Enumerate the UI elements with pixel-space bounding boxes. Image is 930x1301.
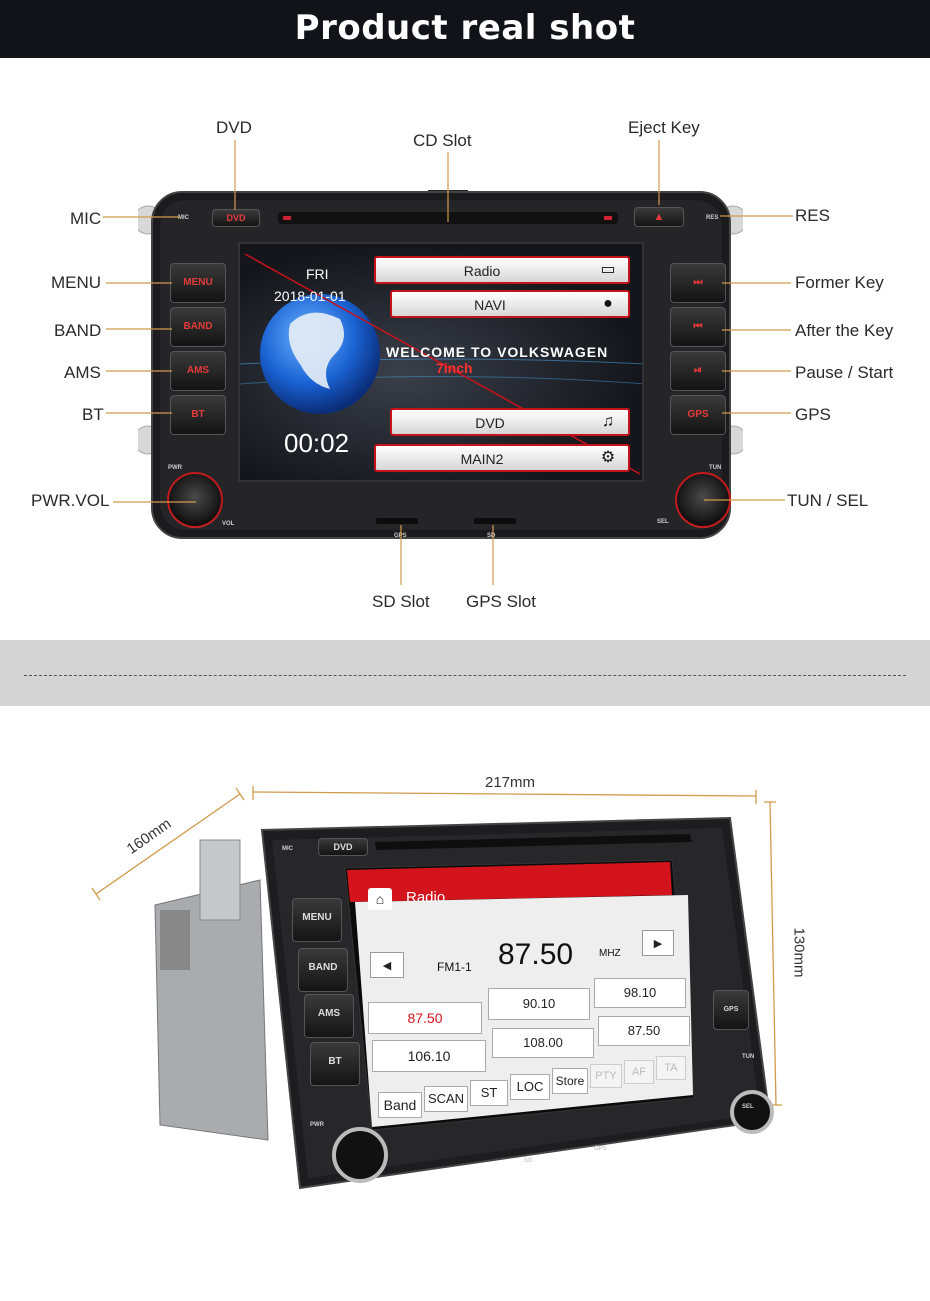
unit2-preset[interactable]: 108.00 [492, 1028, 594, 1058]
mic-label: MIC [178, 215, 189, 221]
unit2-seek-left-button[interactable]: ◀ [370, 952, 404, 978]
screen-size-text: 7inch [436, 360, 473, 376]
tun-label: TUN [709, 465, 722, 471]
unit2-seek-right-button[interactable]: ▶ [642, 930, 674, 956]
unit2-mic-label: MIC [282, 846, 293, 852]
unit2-gps-label: GPS [594, 1146, 607, 1152]
unit2-control-loc[interactable]: LOC [510, 1074, 550, 1100]
pwr-vol-knob[interactable] [167, 472, 223, 528]
gear-icon: ⚙ [600, 449, 616, 466]
unit2-band-name: FM1-1 [437, 960, 472, 974]
unit2-control-store[interactable]: Store [552, 1068, 588, 1094]
callout-pwr-vol: PWR.VOL [31, 491, 110, 510]
gps-slot-label: GPS [394, 533, 407, 539]
welcome-text: WELCOME TO VOLKSWAGEN [386, 344, 609, 360]
menu-navi[interactable]: NAVI ● [390, 290, 630, 318]
screen-time: 00:02 [284, 428, 350, 458]
pwr-label: PWR [168, 465, 182, 471]
sel-label: SEL [657, 519, 669, 525]
unit2-control-af[interactable]: AF [624, 1060, 654, 1084]
play-pause-button[interactable]: ⏯ [670, 351, 726, 391]
unit2-tun-label: TUN [742, 1054, 755, 1060]
res-label: RES [706, 215, 719, 221]
ams-button[interactable]: AMS [170, 351, 226, 391]
callout-bt: BT [82, 405, 104, 424]
unit2-frequency: 87.50 [498, 938, 574, 971]
section-divider [0, 640, 930, 706]
unit2-preset[interactable]: 87.50 [368, 1002, 482, 1034]
globe-graphic [240, 253, 642, 475]
unit2-control-ta[interactable]: TA [656, 1056, 686, 1080]
menu-radio[interactable]: Radio ▭ [374, 256, 630, 284]
unit2-frequency-unit: MHZ [599, 948, 621, 959]
unit2-band-button[interactable]: BAND [298, 948, 348, 992]
unit2-dvd-button[interactable]: DVD [318, 838, 368, 856]
unit2-menu-button[interactable]: MENU [292, 898, 342, 942]
prev-track-button[interactable]: ⏮ [670, 307, 726, 347]
callout-pause-start: Pause / Start [795, 363, 894, 382]
bt-button[interactable]: BT [170, 395, 226, 435]
unit2-pwr-label: PWR [310, 1122, 324, 1128]
callout-band: BAND [54, 321, 102, 340]
callout-sd-slot: SD Slot [372, 592, 430, 611]
eject-icon: ▲ [653, 211, 665, 223]
sd-slot-label: SD [487, 533, 496, 539]
unit2-preset[interactable]: 106.10 [372, 1040, 486, 1072]
unit2-control-band[interactable]: Band [378, 1092, 422, 1118]
unit2-control-scan[interactable]: SCAN [424, 1086, 468, 1112]
music-disc-icon: ♫ [602, 413, 614, 430]
unit2-preset[interactable]: 87.50 [598, 1016, 690, 1046]
vol-label: VOL [222, 521, 235, 527]
callout-cd-slot: CD Slot [413, 131, 472, 150]
unit2-sd-label: SD [524, 1158, 533, 1164]
play-pause-icon: ⏯ [694, 365, 702, 376]
screen-day: FRI [306, 266, 329, 282]
callout-menu: MENU [51, 273, 102, 292]
callout-dvd: DVD [216, 118, 252, 137]
unit2-screen-title: Radio [406, 889, 446, 906]
unit2-bt-button[interactable]: BT [310, 1042, 360, 1086]
compass-icon: ● [603, 295, 613, 312]
prev-track-icon: ⏮ [693, 321, 703, 332]
callout-former-key: Former Key [795, 273, 884, 292]
callout-res: RES [795, 206, 830, 225]
unit2-home-icon[interactable]: ⌂ [368, 888, 392, 910]
callout-gps-slot: GPS Slot [466, 592, 536, 611]
callout-after-key: After the Key [795, 321, 894, 340]
callout-lines [103, 140, 793, 585]
menu-dvd[interactable]: DVD ♫ [390, 408, 630, 436]
callout-ams: AMS [64, 363, 101, 382]
menu-main2[interactable]: MAIN2 ⚙ [374, 444, 630, 472]
callout-gps: GPS [795, 405, 831, 424]
callout-mic: MIC [70, 209, 102, 228]
dvd-button[interactable]: DVD [212, 209, 260, 227]
header-banner: Product real shot [0, 0, 930, 58]
unit2-control-st[interactable]: ST [470, 1080, 508, 1106]
unit2-sel-label: SEL [742, 1104, 754, 1110]
next-track-icon: ⏭ [693, 277, 703, 288]
screen-date: 2018-01-01 [274, 288, 346, 304]
callout-tun-sel: TUN / SEL [787, 491, 869, 510]
eject-button[interactable]: ▲ [634, 207, 684, 227]
page-title: Product real shot [294, 8, 636, 48]
callout-eject-key: Eject Key [628, 118, 700, 137]
dashed-line [24, 675, 906, 676]
band-button[interactable]: BAND [170, 307, 226, 347]
unit2-gps-button[interactable]: GPS [713, 990, 749, 1030]
unit2-preset[interactable]: 90.10 [488, 988, 590, 1020]
unit2-preset[interactable]: 98.10 [594, 978, 686, 1008]
unit2-ams-button[interactable]: AMS [304, 994, 354, 1038]
next-track-button[interactable]: ⏭ [670, 263, 726, 303]
gps-button[interactable]: GPS [670, 395, 726, 435]
unit2-control-pty[interactable]: PTY [590, 1064, 622, 1088]
dimension-width: 217mm [485, 774, 536, 791]
unit1-screen: FRI 2018-01-01 00:02 WELCOME TO VOLKSWAG… [238, 242, 644, 482]
dimension-height: 130mm [790, 927, 808, 978]
radio-icon: ▭ [600, 261, 616, 278]
